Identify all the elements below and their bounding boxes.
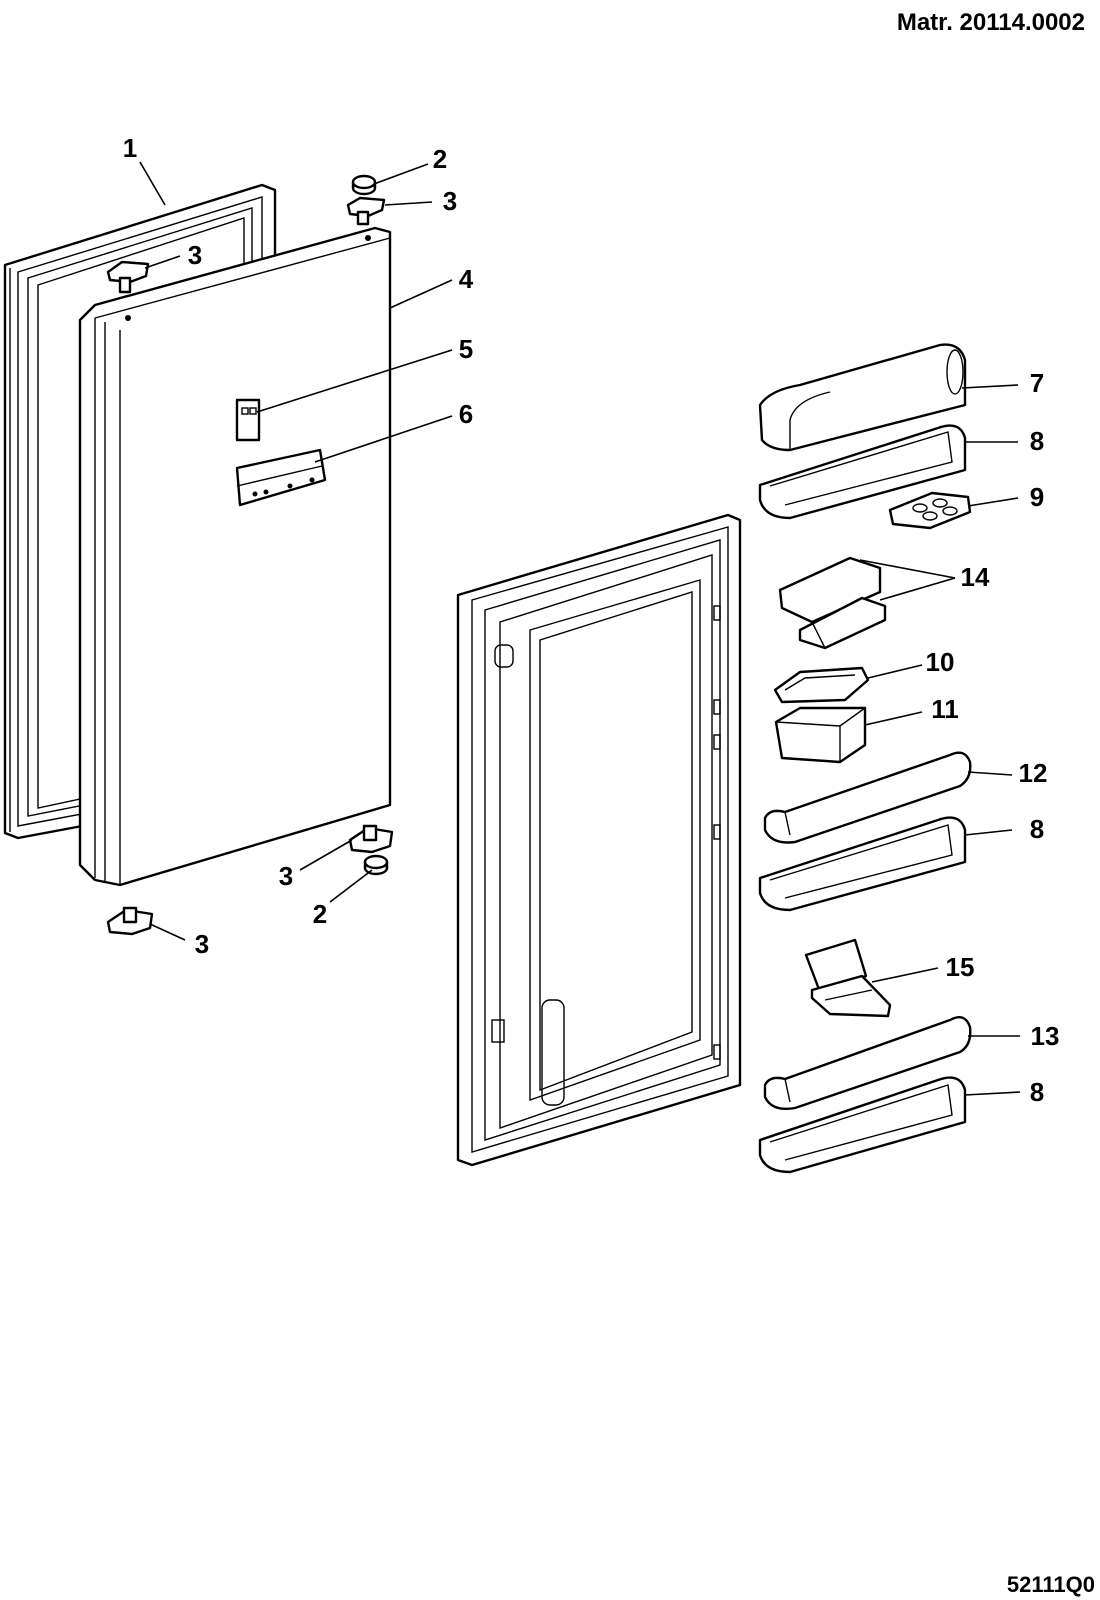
callout-14: 14 [961,562,990,592]
callout-13: 13 [1031,1021,1060,1051]
callout-7: 7 [1030,368,1044,398]
callout-10: 10 [926,647,955,677]
hinge-lower-right [348,824,394,854]
callout-3-top-right: 3 [443,186,457,216]
callout-3-bottom-left: 3 [195,929,209,959]
callout-11: 11 [931,694,959,724]
flap-15 [804,938,892,1018]
callout-6: 6 [459,399,473,429]
drawing-code: 52111Q0 [1007,1572,1095,1597]
callout-8-top: 8 [1030,426,1044,456]
door-shelf-8-top [758,424,967,520]
callout-3-top-left: 3 [188,240,202,270]
door-shelf-8-middle [758,816,967,912]
callout-8-middle: 8 [1030,814,1044,844]
callout-9: 9 [1030,482,1044,512]
callout-labels: 1 2 3 3 4 5 6 7 8 9 14 10 11 12 8 3 2 3 … [123,133,1060,1107]
leader-lines [139,161,1021,1096]
egg-tray-9 [888,491,972,530]
matr-code: Matr. 20114.0002 [897,9,1085,36]
callout-15: 15 [946,952,975,982]
callout-1: 1 [123,133,137,163]
butter-box-11 [774,706,867,764]
callout-12: 12 [1019,758,1048,788]
bushing-bottom [363,854,389,876]
outer-door-panel [78,226,392,887]
hinge-upper-left [106,260,150,294]
plate-6 [235,448,327,507]
door-shelf-8-bottom [758,1076,967,1174]
bottle-clip-14 [778,556,887,650]
inner-door-liner [456,513,742,1167]
callout-2-top: 2 [433,144,447,174]
callout-3-bottom-right: 3 [279,861,293,891]
callout-8-bottom: 8 [1030,1077,1044,1107]
butter-lid-10 [773,666,870,704]
callout-2-bottom: 2 [313,899,327,929]
hinge-lower-left [106,906,154,936]
shelf-guard-12 [763,751,972,844]
hinge-upper-right [346,196,386,226]
bracket-5 [235,398,261,442]
dairy-compartment-7 [758,343,967,452]
shelf-guard-13 [763,1016,972,1111]
callout-4: 4 [459,264,474,294]
bushing-top [351,174,377,196]
callout-5: 5 [459,334,473,364]
